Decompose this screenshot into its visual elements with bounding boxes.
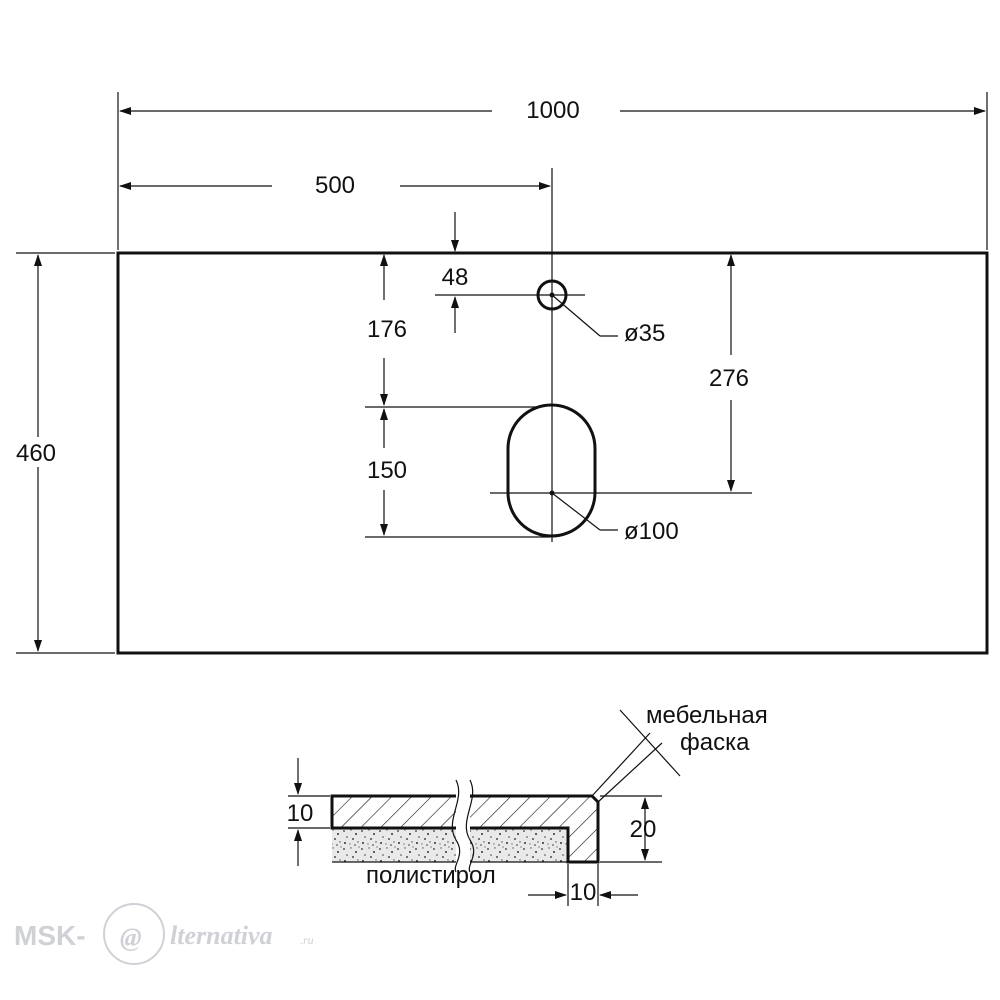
dimension-width-total: 1000 <box>117 92 988 250</box>
tap-hole <box>536 279 568 311</box>
section-view: 10 20 10 мебельная фаска полистирол <box>287 702 768 906</box>
dimension-bowl-position: 176 150 <box>365 254 550 538</box>
dimension-tap-hole-offset: 48 <box>435 212 585 333</box>
bowl-cutout <box>506 403 597 538</box>
section-total-thickness-label: 20 <box>630 816 657 843</box>
section-edge-width-label: 10 <box>570 879 597 906</box>
watermark-script: @ <box>120 923 142 952</box>
bowl-length-label: 150 <box>367 457 407 484</box>
watermark-logo: MSK- @ lternativa .ru <box>14 903 314 965</box>
watermark-suffix: lternativa <box>170 921 273 950</box>
watermark-prefix: MSK- <box>14 920 86 951</box>
width-total-label: 1000 <box>526 97 579 124</box>
bowl-offset-label: 176 <box>367 316 407 343</box>
width-half-label: 500 <box>315 172 355 199</box>
bowl-center-label: 276 <box>709 365 749 392</box>
dimension-height-total: 460 <box>5 252 115 654</box>
chamfer-label-line1: мебельная <box>646 702 768 729</box>
core-material-label: полистирол <box>366 862 496 889</box>
tap-hole-offset-label: 48 <box>442 264 469 291</box>
dimension-bowl-center: 276 <box>490 254 752 494</box>
section-top-thickness-label: 10 <box>287 800 314 827</box>
tap-hole-diameter-label: ø35 <box>624 320 665 347</box>
height-total-label: 460 <box>16 440 56 467</box>
bowl-diameter-label: ø100 <box>624 518 679 545</box>
dimension-width-half: 500 <box>119 168 553 542</box>
chamfer-label-line2: фаска <box>680 729 750 756</box>
watermark-domain: .ru <box>300 933 314 947</box>
